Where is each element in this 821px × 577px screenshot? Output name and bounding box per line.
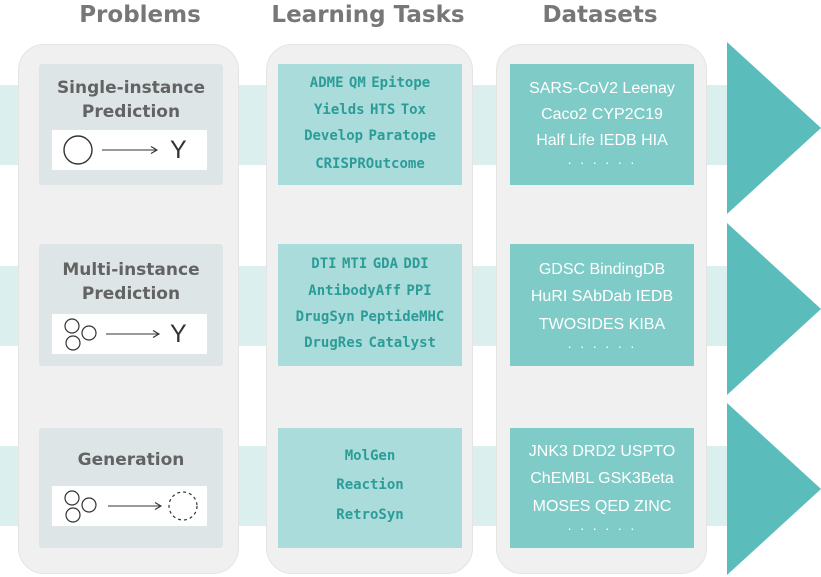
- task-line: Yields HTS Tox: [313, 102, 426, 118]
- dataset-line: MOSES QED ZINC: [532, 498, 672, 515]
- molecule-group-icon: [64, 318, 97, 351]
- generation-icon: [52, 486, 207, 526]
- problem-title-line-2: Prediction: [81, 102, 181, 122]
- datasets-single-instance: SARS-CoV2 Leenay Caco2 CYP2C19 Half Life…: [510, 64, 694, 185]
- dataset-line: Caco2 CYP2C19: [541, 106, 663, 123]
- molecule-group-icon: [64, 490, 97, 523]
- problem-single-instance: Single-instance Prediction Y: [39, 64, 223, 185]
- task-line: AntibodyAff PPI: [308, 283, 432, 299]
- problem-multi-instance: Multi-instance Prediction Y: [39, 244, 223, 366]
- problem-title-line-2: Prediction: [81, 284, 181, 304]
- task-line: RetroSyn: [336, 507, 404, 523]
- problem-title: Generation: [77, 450, 185, 470]
- molecule-circle-icon: [63, 135, 93, 165]
- dataset-ellipsis: · · · · · ·: [567, 338, 637, 354]
- tasks-multi-instance: DTI MTI GDA DDI AntibodyAff PPI DrugSyn …: [278, 244, 462, 366]
- dashed-circle-icon: [168, 491, 198, 521]
- task-line: Develop Paratope: [304, 128, 436, 144]
- dataset-line: ChEMBL GSK3Beta: [530, 470, 674, 487]
- flow-arrow-row-3: [727, 403, 821, 575]
- problem-title-line-1: Single-instance: [56, 78, 206, 98]
- task-line: DTI MTI GDA DDI: [311, 256, 429, 272]
- output-y-label: Y: [170, 320, 187, 348]
- task-line: DrugRes Catalyst: [304, 335, 436, 351]
- dataset-line: GDSC BindingDB: [538, 261, 666, 278]
- dataset-line: HuRI SAbDab IEDB: [530, 288, 674, 305]
- dataset-line: Half Life IEDB HIA: [536, 132, 668, 149]
- tasks-single-instance: ADME QM Epitope Yields HTS Tox Develop P…: [278, 64, 462, 185]
- single-instance-icon: Y: [52, 130, 207, 170]
- dataset-line: JNK3 DRD2 USPTO: [528, 443, 676, 460]
- dataset-line: TWOSIDES KIBA: [538, 316, 666, 333]
- dataset-line: SARS-CoV2 Leenay: [529, 80, 675, 97]
- task-line: Reaction: [336, 477, 404, 493]
- problem-generation: Generation: [39, 428, 223, 548]
- dataset-ellipsis: · · · · · ·: [567, 154, 637, 170]
- output-y-label: Y: [170, 136, 187, 164]
- flow-arrow-row-1: [727, 42, 821, 214]
- datasets-generation: JNK3 DRD2 USPTO ChEMBL GSK3Beta MOSES QE…: [510, 428, 694, 548]
- header-problems: Problems: [79, 2, 201, 28]
- task-line: CRISPROutcome: [315, 156, 425, 172]
- header-datasets: Datasets: [542, 2, 658, 28]
- datasets-multi-instance: GDSC BindingDB HuRI SAbDab IEDB TWOSIDES…: [510, 244, 694, 366]
- dataset-ellipsis: · · · · · ·: [567, 520, 637, 536]
- task-line: ADME QM Epitope: [309, 75, 431, 91]
- tasks-generation: MolGen Reaction RetroSyn: [278, 428, 462, 548]
- task-line: MolGen: [344, 448, 396, 464]
- problem-title-line-1: Multi-instance: [62, 260, 200, 280]
- task-line: DrugSyn PeptideMHC: [295, 309, 445, 325]
- header-learning-tasks: Learning Tasks: [271, 2, 465, 28]
- flow-arrow-row-2: [727, 223, 821, 395]
- multi-instance-icon: Y: [52, 314, 207, 354]
